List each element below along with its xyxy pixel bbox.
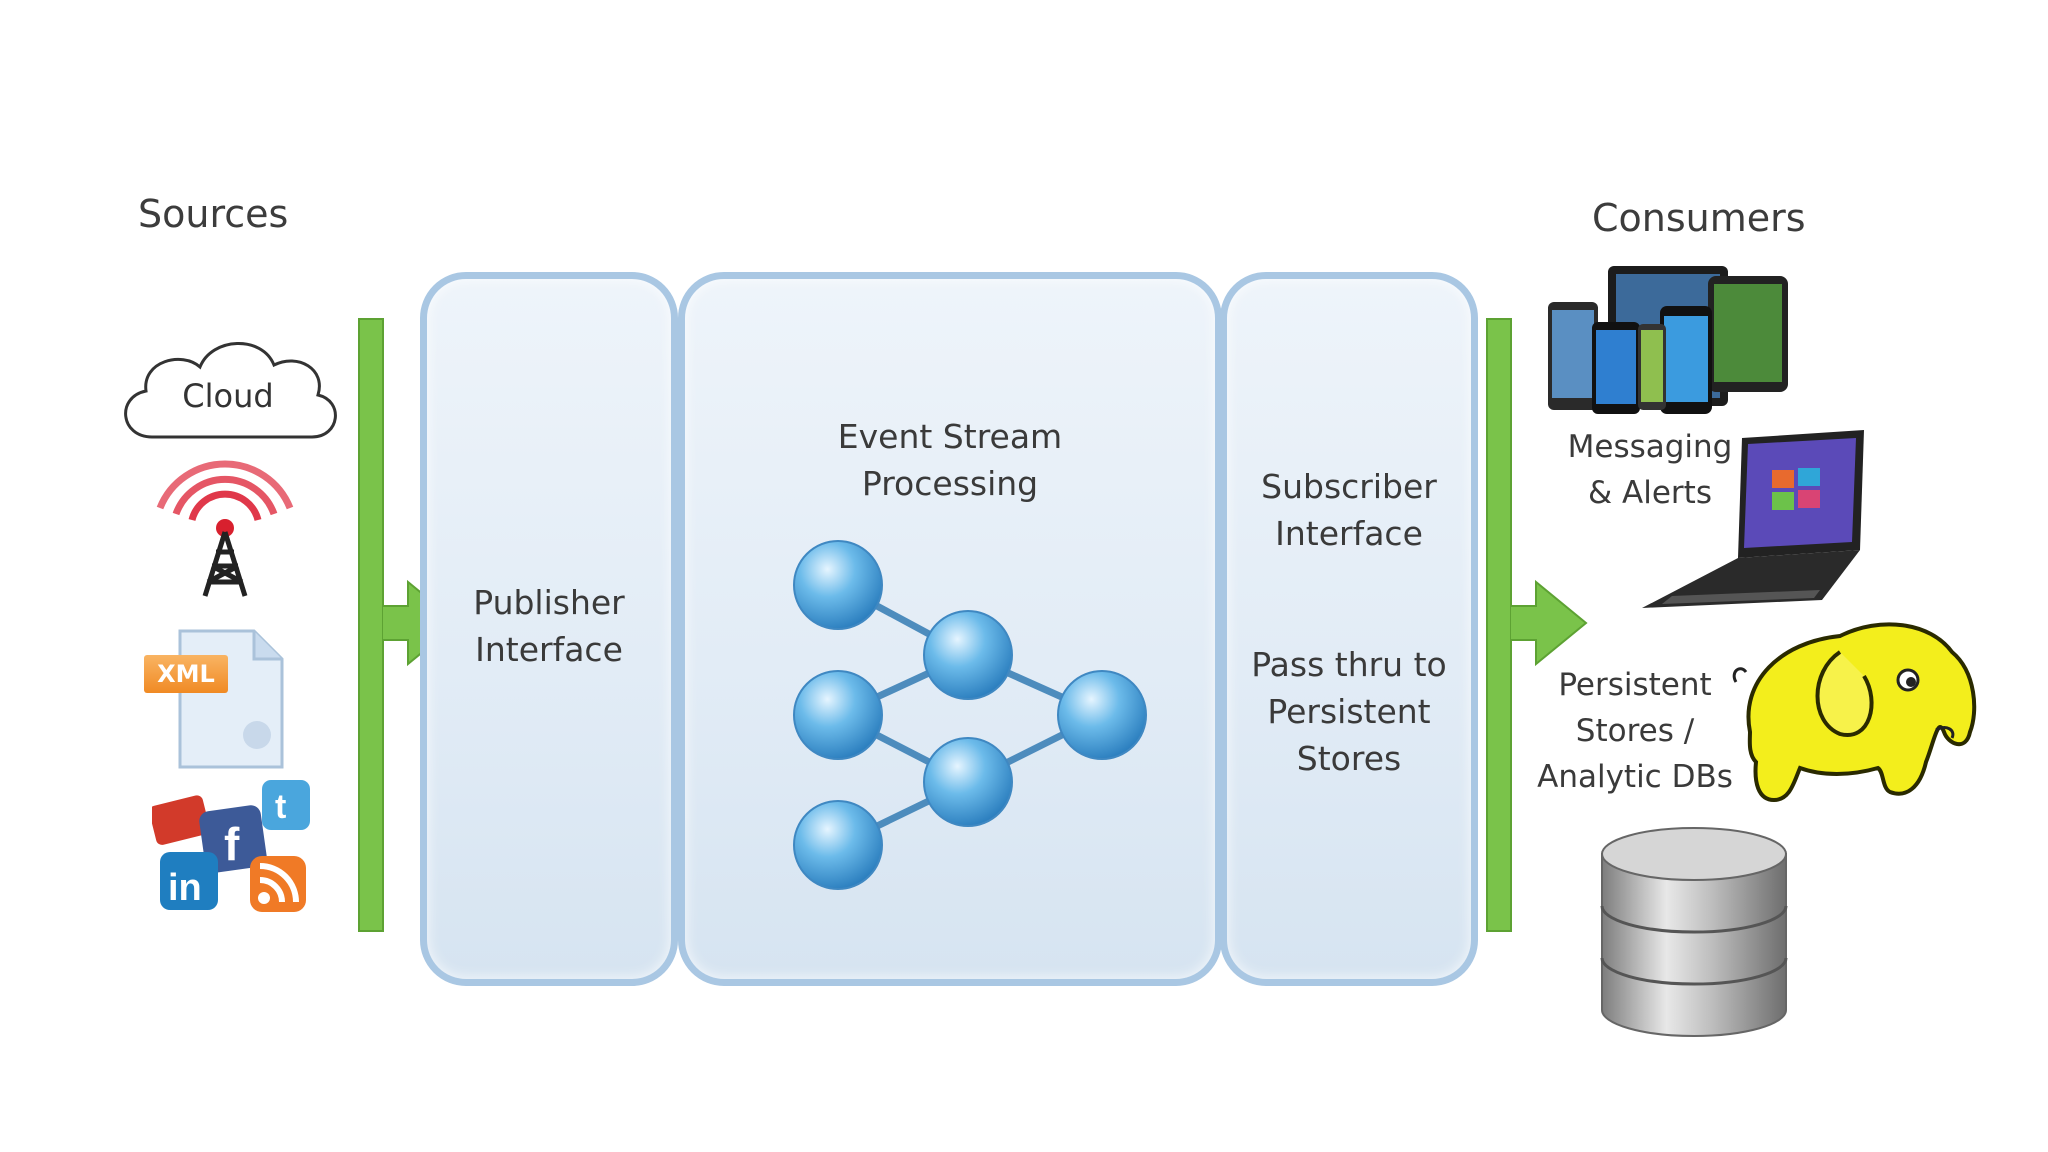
- mobile-devices-icon: [1548, 266, 1792, 416]
- subscriber-label-line2: Interface: [1275, 514, 1423, 553]
- pass-thru-line3: Stores: [1296, 739, 1402, 778]
- consumers-heading: Consumers: [1592, 196, 1806, 240]
- graph-node: [1057, 670, 1147, 760]
- cloud-label: Cloud: [182, 377, 274, 415]
- subscriber-label-line1: Subscriber: [1261, 467, 1437, 506]
- publisher-label-line2: Interface: [475, 630, 623, 669]
- graph-node: [923, 610, 1013, 700]
- cloud-icon: Cloud: [112, 325, 344, 445]
- esp-label-line2: Processing: [861, 464, 1039, 503]
- publisher-interface-panel: Publisher Interface: [420, 272, 678, 986]
- graph-node: [923, 737, 1013, 827]
- messaging-label-line2: & Alerts: [1588, 475, 1712, 511]
- database-icon: [1596, 822, 1792, 1042]
- svg-text:in: in: [168, 867, 202, 909]
- pass-thru-line1: Pass thru to: [1251, 645, 1447, 684]
- persistent-label-line1: Persistent: [1558, 667, 1712, 703]
- pass-thru-line2: Persistent: [1267, 692, 1431, 731]
- graph-node: [793, 670, 883, 760]
- hadoop-elephant-icon: [1730, 612, 1980, 812]
- svg-text:t: t: [275, 788, 286, 826]
- graph-node: [793, 800, 883, 890]
- xml-file-icon: XML: [142, 625, 292, 775]
- laptop-icon: [1642, 430, 1872, 610]
- xml-badge: XML: [144, 655, 228, 693]
- esp-label-line1: Event Stream: [837, 417, 1063, 456]
- publisher-label-line1: Publisher: [473, 583, 625, 622]
- svg-text:f: f: [224, 818, 240, 870]
- persistent-label-line2: Stores /: [1575, 713, 1695, 749]
- processing-network-graph: [780, 530, 1160, 910]
- messaging-label-line1: Messaging: [1567, 429, 1733, 465]
- persistent-label-line3: Analytic DBs: [1537, 759, 1733, 795]
- sources-heading: Sources: [138, 192, 289, 236]
- graph-node: [793, 540, 883, 630]
- publish-bus-bar: [358, 318, 384, 932]
- social-media-icon: t f in: [149, 780, 317, 920]
- radio-tower-icon: [150, 448, 300, 598]
- subscribe-arrow-icon: [1509, 578, 1590, 668]
- subscribe-bus-bar: [1486, 318, 1512, 932]
- subscriber-interface-panel: Subscriber Interface Pass thru to Persis…: [1220, 272, 1478, 986]
